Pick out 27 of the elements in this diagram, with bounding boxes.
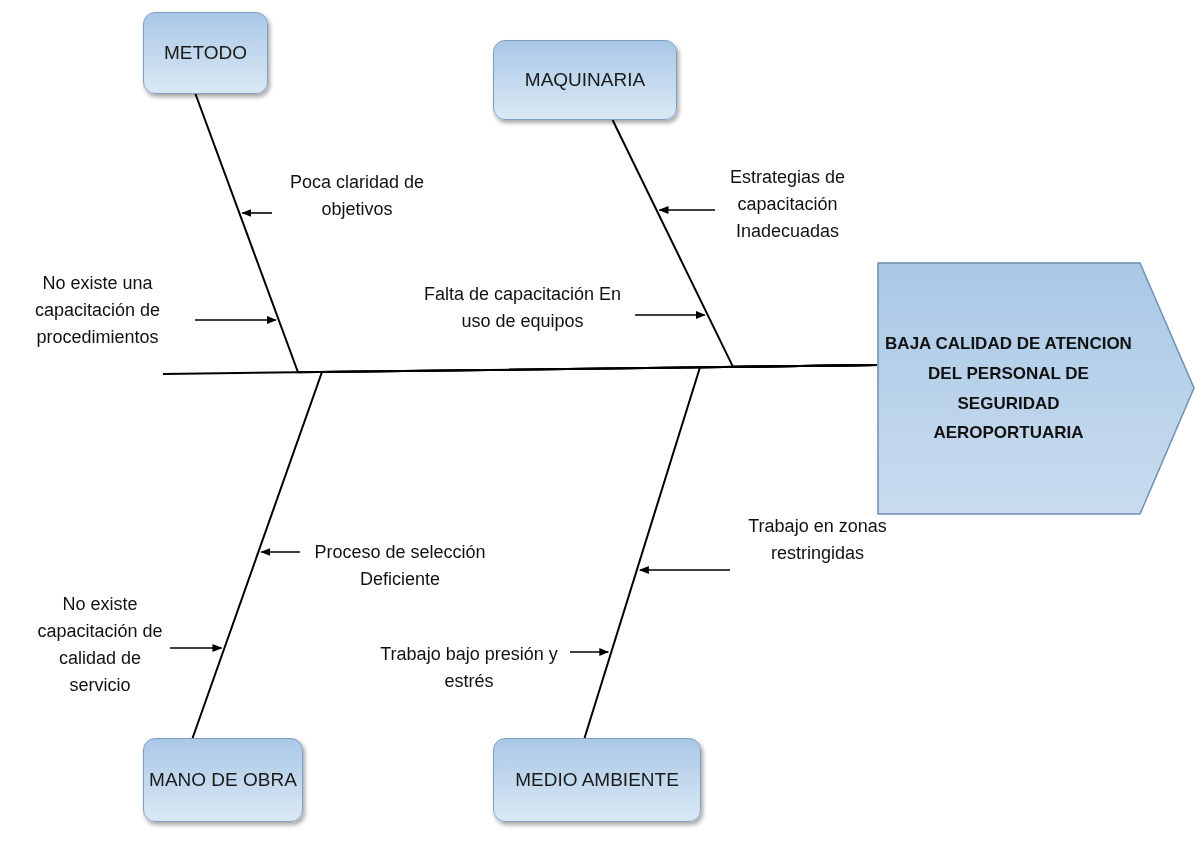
cause-label: Proceso de selección Deficiente [313,540,487,591]
arrow [241,209,273,217]
cause-label: Trabajo bajo presión y estrés [379,642,559,693]
effect-label: BAJA CALIDAD DE ATENCION DEL PERSONAL DE SEGURIDAD AEROPORTUARIA [884,333,1133,445]
fishbone-line [583,364,878,739]
category-label: MAQUINARIA [524,69,646,91]
arrow [634,311,706,319]
effect-arrow-shape [877,262,1195,515]
arrow [658,206,716,214]
category-label: METODO [163,42,247,64]
arrow [638,566,731,574]
cause-label: Poca claridad de objetivos [288,171,426,221]
arrow [169,644,223,652]
arrow [194,316,277,324]
cause-label: Falta de capacitación En uso de equipos [422,282,623,333]
category-box [493,738,701,822]
arrow [260,548,301,556]
category-label: MEDIO AMBIENTE [515,769,679,791]
cause-label: Estrategias de capacitación Inadecuadas [728,166,847,243]
category-box [143,738,303,822]
category-label: MANO DE OBRA [149,769,297,791]
cause-label: No existe una capacitación de procedimientos [33,271,162,349]
category-box [143,12,268,94]
cause-label: Trabajo en zonas restringidas [747,515,888,565]
cause-label: No existe capacitación de calidad de servicio [36,593,164,697]
arrow [569,648,610,656]
category-box [493,40,677,120]
